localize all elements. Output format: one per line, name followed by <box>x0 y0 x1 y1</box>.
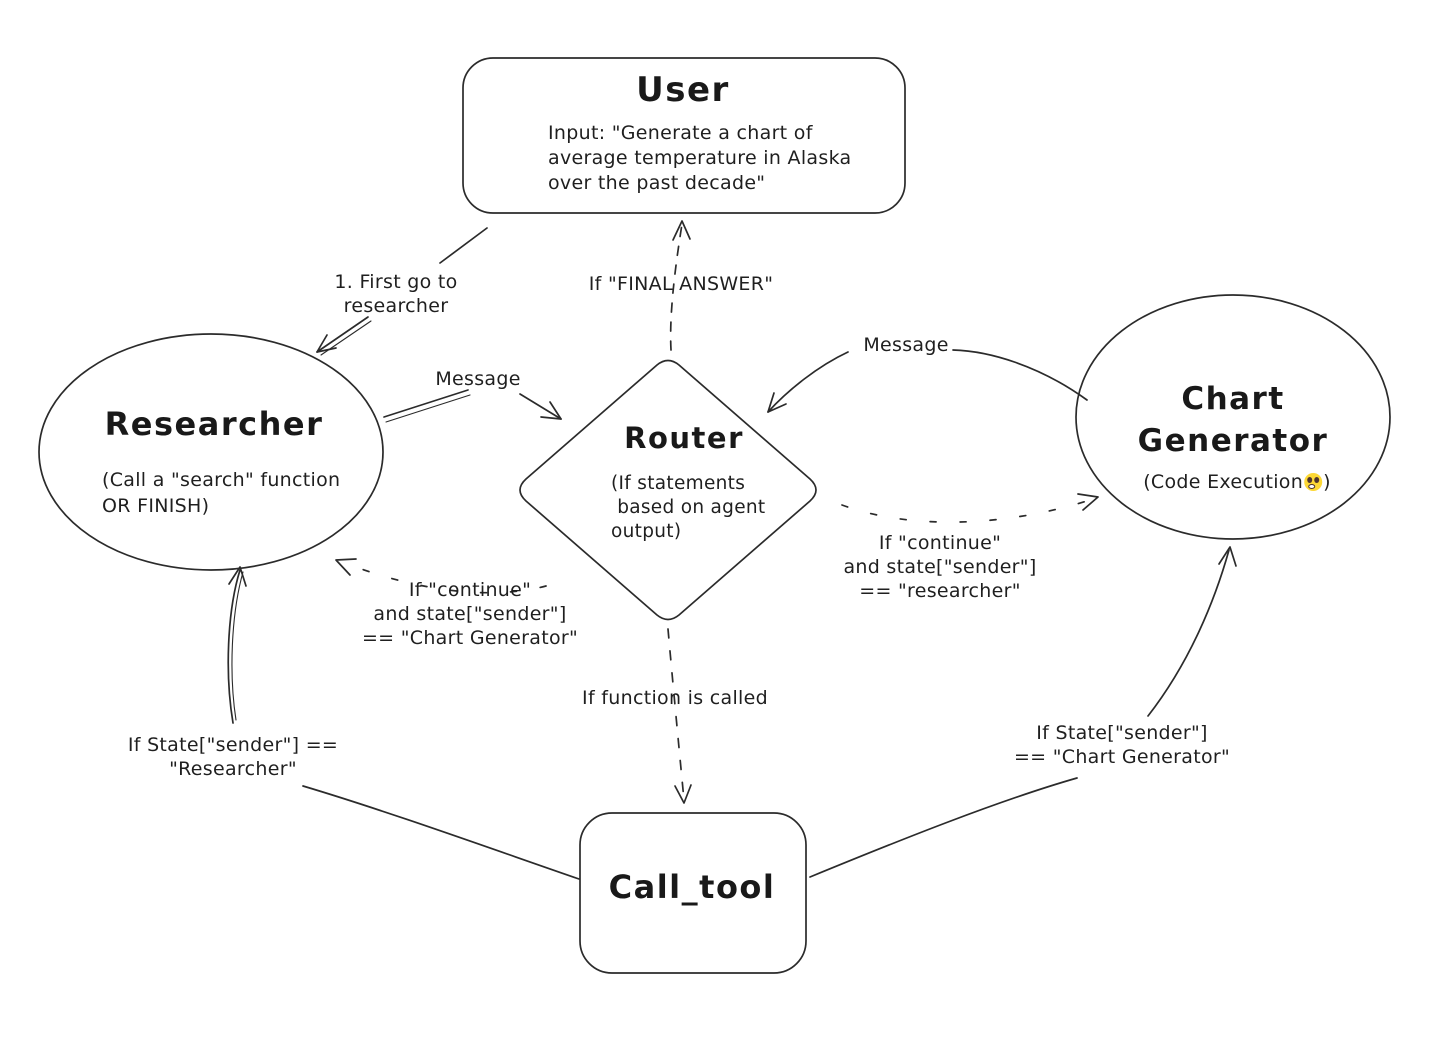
researcher-node-shape <box>38 333 384 571</box>
researcher-node-body: (Call a "search" function OR FINISH) <box>102 469 341 517</box>
researcher-node-title: Researcher <box>104 405 324 443</box>
edge-label-message-right: Message <box>863 334 949 356</box>
chart-generator-subtitle-close: ) <box>1323 471 1331 493</box>
router-node-body: (If statements based on agent output) <box>611 473 766 542</box>
edge-label-continue-researcher: If "continue" and state["sender"] == "re… <box>843 532 1037 602</box>
arrow-researcher-to-router <box>383 389 562 423</box>
edge-label-message-left: Message <box>435 368 521 390</box>
arrow-router-to-chartgen <box>841 493 1099 523</box>
call-tool-node-shape <box>579 812 807 974</box>
edge-label-if-function-is-called: If function is called <box>582 687 768 709</box>
chart-generator-node-subtitle: (Code Execution) <box>1143 470 1331 494</box>
router-node-title: Router <box>624 421 744 455</box>
arrow-user-to-researcher <box>316 227 488 356</box>
chart-generator-node-shape <box>1075 294 1391 540</box>
user-node-body: Input: "Generate a chart of average temp… <box>548 122 852 194</box>
router-node-shape <box>519 359 817 621</box>
edge-label-state-sender-researcher: If State["sender"] == "Researcher" <box>127 734 339 780</box>
user-node-title: User <box>636 70 730 110</box>
arrow-calltool-to-chartgen <box>809 546 1237 878</box>
arrow-router-to-researcher <box>335 558 547 594</box>
edge-label-continue-chart-generator: If "continue" and state["sender"] == "Ch… <box>361 579 579 649</box>
flushed-face-emoji <box>1304 473 1323 491</box>
arrow-router-to-calltool <box>667 628 692 804</box>
chart-generator-node-title: Chart Generator <box>1137 381 1329 459</box>
arrow-calltool-to-researcher <box>227 566 580 880</box>
edge-label-state-sender-chart-generator: If State["sender"] == "Chart Generator" <box>1013 722 1231 768</box>
arrow-router-to-user <box>669 220 691 351</box>
call-tool-node-title: Call_tool <box>608 868 776 906</box>
chart-generator-subtitle-text: (Code Execution <box>1143 471 1304 493</box>
edge-label-if-final-answer: If "FINAL ANSWER" <box>588 273 774 295</box>
user-node-shape <box>462 57 906 214</box>
edge-label-first-go-to-researcher: 1. First go to researcher <box>334 271 458 317</box>
arrow-chartgen-to-router <box>767 349 1088 413</box>
